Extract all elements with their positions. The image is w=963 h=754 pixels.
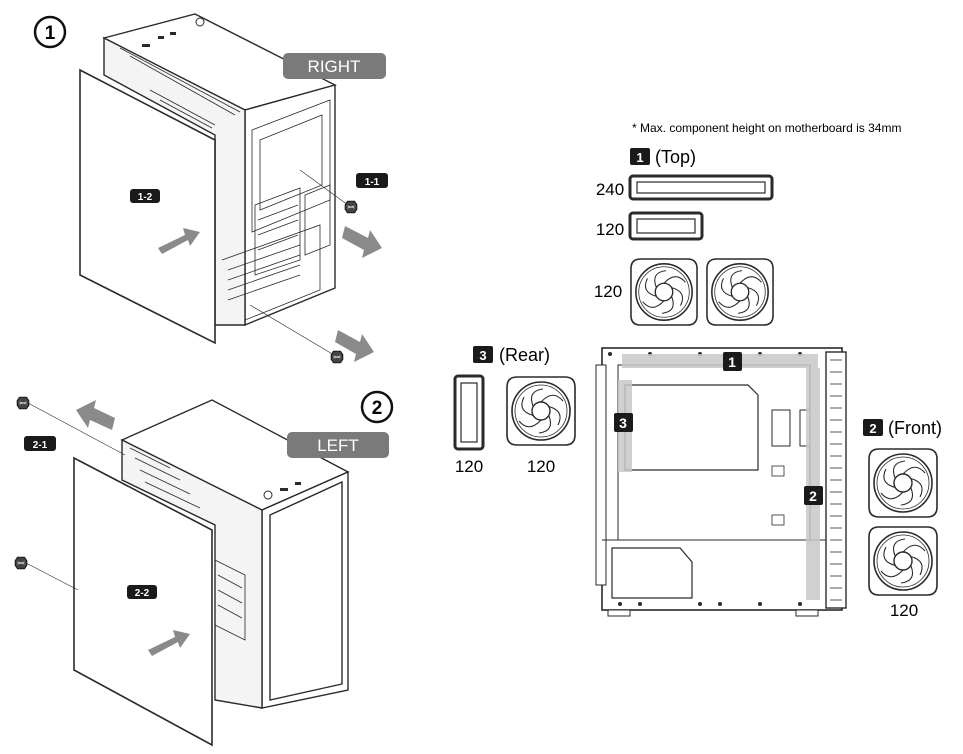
step-1-circle	[33, 15, 67, 49]
top-badge	[630, 148, 650, 165]
case-badge-top	[723, 352, 742, 371]
callout-2-1-badge	[24, 436, 56, 451]
front-mount-zone	[806, 368, 820, 600]
radiator-icon	[628, 211, 704, 241]
top-size-120: 120	[596, 220, 624, 239]
case-io-ports	[142, 17, 205, 47]
callout-1-2-badge	[130, 189, 160, 203]
callout-1-1: 1-1	[365, 177, 380, 188]
right-panel-label: RIGHT	[308, 57, 361, 76]
step-1-illustration: 1 RIGHT	[33, 13, 388, 364]
left-panel-tab	[287, 432, 389, 458]
case-left-io-ports	[263, 482, 301, 500]
rear-badge	[473, 346, 493, 363]
case-side-view	[595, 347, 847, 617]
case-badge-rear-number: 3	[619, 415, 627, 431]
left-side-panel	[73, 456, 213, 747]
step-1-number: 1	[45, 23, 56, 44]
fan-icon	[506, 376, 576, 446]
top-label: (Top)	[655, 147, 696, 167]
fan-icon	[868, 448, 938, 518]
top-mount-zone	[622, 354, 818, 368]
case-badge-front-number: 2	[809, 488, 817, 504]
arrow-icon	[335, 330, 374, 362]
fan-support-panel: * Max. component height on motherboard i…	[453, 121, 942, 620]
callout-2-2: 2-2	[135, 588, 150, 599]
fan-icon	[868, 526, 938, 596]
top-badge-number: 1	[636, 150, 643, 165]
top-size-240: 240	[596, 180, 624, 199]
callout-2-2-badge	[127, 585, 157, 599]
case-badge-front	[804, 486, 823, 505]
case-left-view	[120, 399, 350, 709]
front-label: (Front)	[888, 418, 942, 438]
rear-size-radiator: 120	[455, 457, 483, 476]
rear-badge-number: 3	[479, 348, 486, 363]
arrow-icon	[342, 226, 382, 258]
screw-icon	[16, 396, 30, 410]
right-side-panel	[79, 68, 216, 345]
top-fan-size-120: 120	[594, 282, 622, 301]
max-height-note: * Max. component height on motherboard i…	[632, 121, 901, 135]
left-panel-label: LEFT	[317, 436, 359, 455]
front-badge	[863, 419, 883, 436]
case-badge-top-number: 1	[728, 354, 736, 370]
radiator-icon	[453, 374, 485, 451]
radiator-icon	[628, 174, 774, 201]
arrow-icon	[158, 228, 200, 254]
fan-icon	[630, 258, 698, 326]
screw-icon	[330, 350, 344, 364]
fan-icon	[706, 258, 774, 326]
case-badge-rear	[614, 413, 633, 432]
rear-label: (Rear)	[499, 345, 550, 365]
screw-icon	[344, 200, 358, 214]
case-left-interior-detail	[129, 447, 246, 641]
rear-size-fan: 120	[527, 457, 555, 476]
step-2-circle	[360, 390, 394, 424]
screw-icon	[14, 556, 28, 570]
callout-1-1-badge	[356, 173, 388, 188]
arrow-icon	[148, 630, 190, 656]
case-interior-detail	[119, 47, 331, 321]
right-panel-tab	[283, 53, 386, 79]
callout-1-2: 1-2	[138, 192, 153, 203]
front-badge-number: 2	[869, 421, 876, 436]
step-2-illustration: 2 LEFT 2-2 2-1	[14, 390, 394, 747]
step-2-number: 2	[372, 398, 383, 419]
arrow-icon	[76, 400, 115, 430]
front-size-120: 120	[890, 601, 918, 620]
callout-2-1: 2-1	[33, 440, 48, 451]
